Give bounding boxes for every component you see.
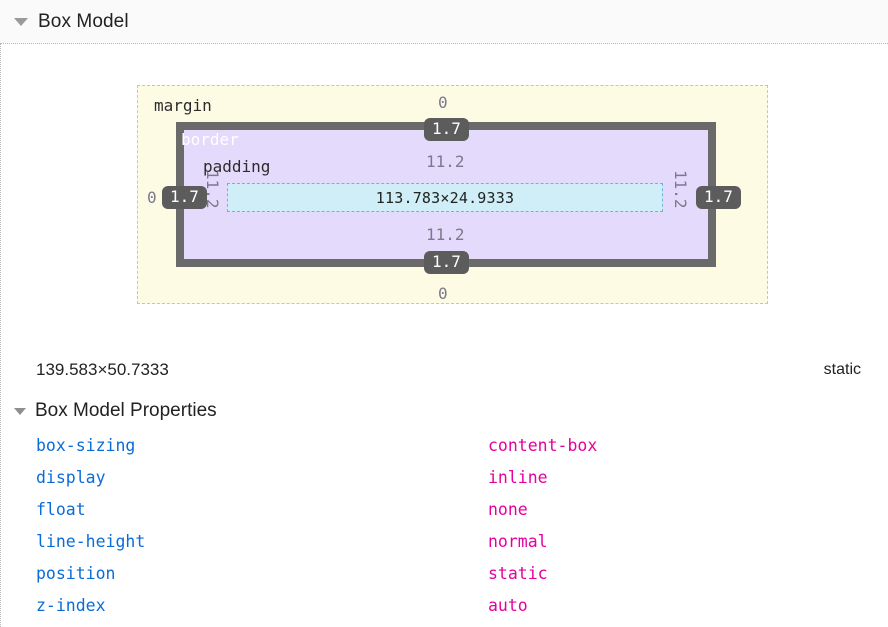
table-row[interactable]: line-height normal xyxy=(0,526,888,558)
box-model-summary: 139.583×50.7333 static xyxy=(0,356,888,390)
table-row[interactable]: position static xyxy=(0,558,888,590)
margin-region-label: margin xyxy=(154,96,212,115)
padding-region-label: padding xyxy=(203,157,271,176)
border-right-value[interactable]: 1.7 xyxy=(696,186,741,210)
property-name[interactable]: z-index xyxy=(36,596,106,615)
property-name[interactable]: position xyxy=(36,564,116,583)
property-name[interactable]: float xyxy=(36,500,86,519)
triangle-down-icon[interactable] xyxy=(14,407,26,415)
padding-right-value[interactable]: 11.2 xyxy=(671,170,690,209)
border-region-label: border xyxy=(181,130,239,149)
property-value[interactable]: none xyxy=(488,500,528,519)
property-name[interactable]: display xyxy=(36,468,106,487)
table-row[interactable]: z-index auto xyxy=(0,590,888,622)
box-model-properties-title: Box Model Properties xyxy=(35,400,217,421)
table-row[interactable]: float none xyxy=(0,494,888,526)
box-model-properties-list: box-sizing content-box display inline fl… xyxy=(0,430,888,622)
content-size-label: 113.783×24.9333 xyxy=(375,188,515,207)
margin-top-value[interactable]: 0 xyxy=(438,93,448,112)
border-top-value[interactable]: 1.7 xyxy=(424,118,469,142)
property-value[interactable]: content-box xyxy=(488,436,598,455)
box-model-panel-header[interactable]: Box Model xyxy=(0,0,888,44)
padding-bottom-value[interactable]: 11.2 xyxy=(426,225,465,244)
box-model-diagram: 113.783×24.9333 margin border padding 0 … xyxy=(0,44,888,334)
panel-left-rail xyxy=(0,44,2,627)
box-model-properties-header[interactable]: Box Model Properties xyxy=(0,396,888,426)
property-name[interactable]: line-height xyxy=(36,532,146,551)
content-box[interactable]: 113.783×24.9333 xyxy=(227,183,663,212)
element-position-label: static xyxy=(823,361,861,378)
table-row[interactable]: display inline xyxy=(0,462,888,494)
table-row[interactable]: box-sizing content-box xyxy=(0,430,888,462)
border-left-value[interactable]: 1.7 xyxy=(162,186,207,210)
element-size-label: 139.583×50.7333 xyxy=(36,360,169,379)
margin-left-value[interactable]: 0 xyxy=(147,188,157,207)
property-value[interactable]: normal xyxy=(488,532,548,551)
property-value[interactable]: auto xyxy=(488,596,528,615)
property-value[interactable]: static xyxy=(488,564,548,583)
border-bottom-value[interactable]: 1.7 xyxy=(424,251,469,275)
property-value[interactable]: inline xyxy=(488,468,548,487)
triangle-down-icon[interactable] xyxy=(14,17,28,26)
margin-bottom-value[interactable]: 0 xyxy=(438,284,448,303)
padding-top-value[interactable]: 11.2 xyxy=(426,152,465,171)
page-title: Box Model xyxy=(38,10,129,32)
property-name[interactable]: box-sizing xyxy=(36,436,136,455)
